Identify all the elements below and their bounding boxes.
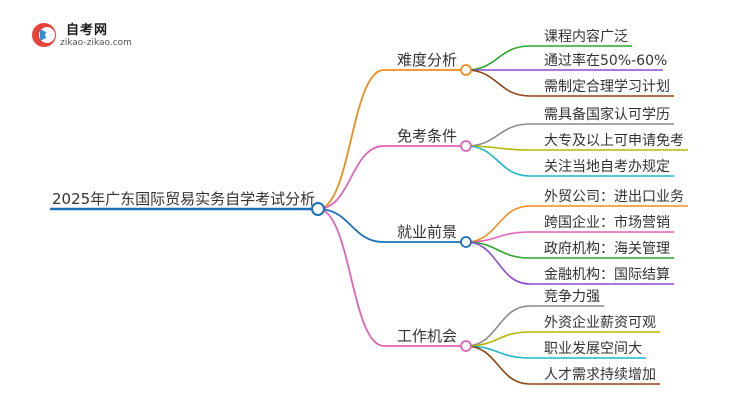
branch-label[interactable]: 难度分析 bbox=[397, 51, 457, 69]
leaf-label[interactable]: 外资企业薪资可观 bbox=[544, 314, 656, 331]
branch-label[interactable]: 就业前景 bbox=[397, 223, 457, 241]
branch-connector bbox=[317, 208, 385, 243]
leaf-label[interactable]: 外贸公司：进出口业务 bbox=[544, 189, 684, 205]
leaf-label[interactable]: 需制定合理学习计划 bbox=[544, 79, 670, 95]
leaf-label[interactable]: 人才需求持续增加 bbox=[544, 366, 656, 383]
logo-title: 自考网 bbox=[66, 23, 109, 38]
leaf-label[interactable]: 跨国企业：市场营销 bbox=[544, 214, 670, 231]
leaf-connector bbox=[465, 345, 531, 385]
leaf-label[interactable]: 政府机构：海关管理 bbox=[544, 241, 670, 257]
leaf-label[interactable]: 大专及以上可申请免考 bbox=[544, 133, 684, 149]
leaf-label[interactable]: 职业发展空间大 bbox=[544, 341, 642, 357]
leaf-connector bbox=[465, 241, 531, 259]
leaf-label[interactable]: 竞争力强 bbox=[544, 288, 600, 305]
branch-connector bbox=[317, 69, 385, 210]
leaf-label[interactable]: 关注当地自考办规定 bbox=[544, 159, 670, 175]
branch-connector bbox=[317, 145, 385, 210]
branch-connector bbox=[317, 208, 385, 347]
branch-node[interactable] bbox=[460, 340, 472, 352]
logo-mark-icon bbox=[32, 23, 56, 47]
leaf-label[interactable]: 课程内容广泛 bbox=[544, 28, 628, 45]
leaf-connector bbox=[465, 305, 531, 347]
root-label[interactable]: 2025年广东国际贸易实务自学考试分析 bbox=[52, 190, 315, 208]
leaf-label[interactable]: 金融机构：国际结算 bbox=[544, 267, 670, 283]
site-logo[interactable]: 自考网 zikao-zikao.com bbox=[30, 18, 150, 52]
branch-label[interactable]: 工作机会 bbox=[397, 327, 457, 345]
logo-url: zikao-zikao.com bbox=[60, 38, 132, 48]
root-node[interactable] bbox=[311, 202, 325, 216]
leaf-connector bbox=[465, 45, 531, 71]
leaf-connector bbox=[465, 145, 531, 177]
branch-node[interactable] bbox=[460, 236, 472, 248]
leaf-label[interactable]: 通过率在50%-60% bbox=[544, 52, 667, 69]
branch-node[interactable] bbox=[460, 64, 472, 76]
branch-label[interactable]: 免考条件 bbox=[397, 127, 457, 145]
leaf-label[interactable]: 需具备国家认可学历 bbox=[544, 106, 670, 123]
leaf-connector bbox=[465, 123, 531, 147]
branch-node[interactable] bbox=[460, 140, 472, 152]
leaf-connector bbox=[465, 241, 531, 285]
leaf-connector bbox=[465, 69, 531, 97]
